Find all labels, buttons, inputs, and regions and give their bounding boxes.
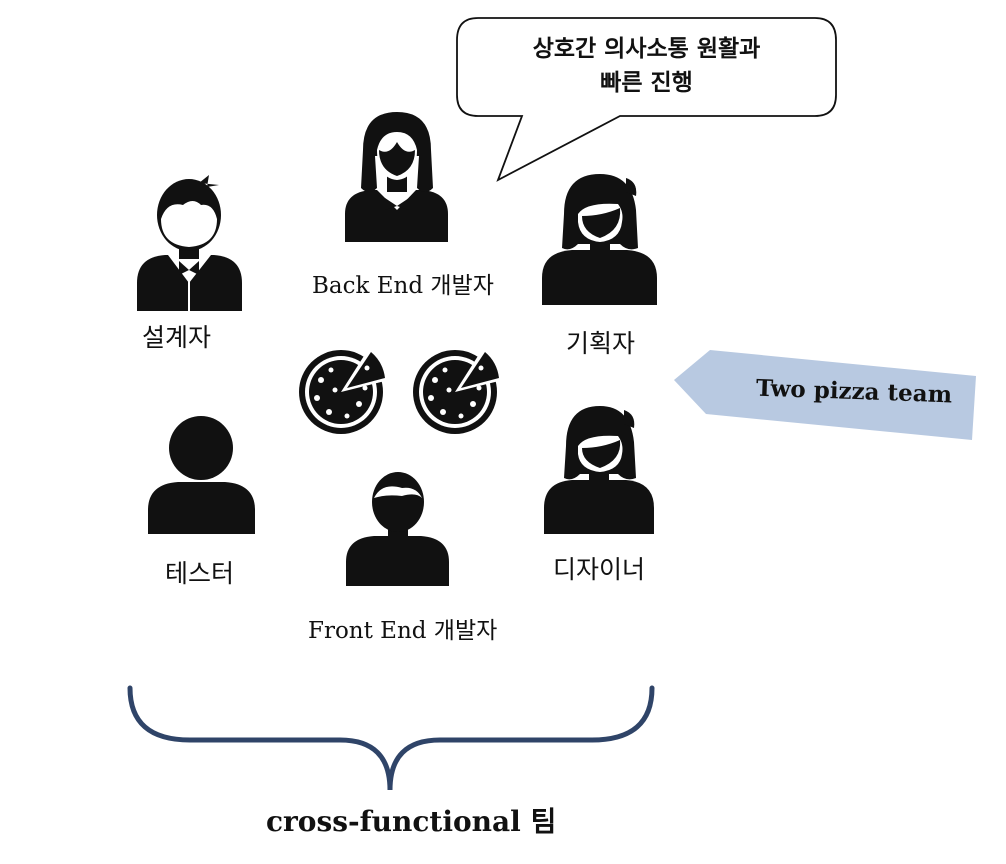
- pizza-icon: [413, 348, 503, 434]
- role-label-planner: 기획자: [566, 329, 636, 358]
- role-label-frontend: Front End 개발자: [308, 618, 498, 644]
- pizza-icon: [299, 348, 389, 434]
- man-tie-icon: [137, 175, 242, 311]
- bubble-line-1: 상호간 의사소통 원활과: [532, 36, 761, 62]
- person-icon: [148, 416, 255, 534]
- woman-braids-icon: [345, 112, 448, 242]
- bubble-line-2: 빠른 진행: [600, 70, 693, 96]
- woman-icon: [544, 406, 654, 534]
- role-label-architect: 설계자: [142, 323, 212, 352]
- speech-bubble-text: 상호간 의사소통 원활과 빠른 진행: [457, 32, 836, 100]
- man-icon: [346, 472, 449, 586]
- woman-icon: [542, 174, 657, 305]
- cross-functional-team-label: cross-functional 팀: [266, 805, 557, 838]
- role-label-backend: Back End 개발자: [312, 273, 494, 299]
- role-label-tester: 테스터: [165, 559, 235, 588]
- role-label-ui-designer: 디자이너: [553, 555, 646, 584]
